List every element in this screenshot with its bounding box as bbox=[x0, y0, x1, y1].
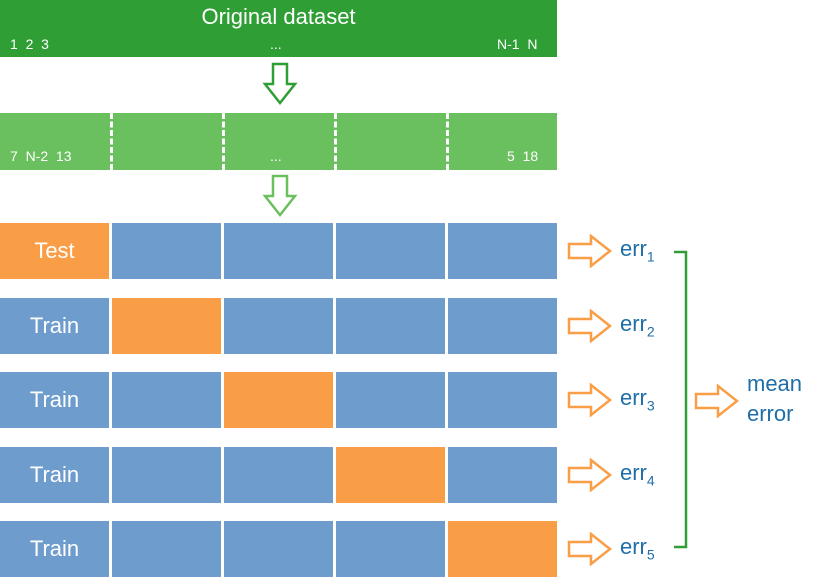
train-fold-cell bbox=[336, 372, 445, 428]
error-label: err1 bbox=[620, 236, 655, 264]
train-fold-cell bbox=[224, 223, 333, 279]
original-left-indices: 1 2 3 bbox=[10, 36, 49, 52]
error-label: err2 bbox=[620, 311, 655, 339]
error-label-subscript: 3 bbox=[646, 397, 655, 414]
right-arrow-icon bbox=[567, 383, 613, 417]
train-fold-cell bbox=[224, 298, 333, 354]
down-arrow-icon bbox=[262, 62, 298, 106]
train-fold-cell bbox=[336, 223, 445, 279]
fold-divider bbox=[334, 113, 337, 170]
error-label: err3 bbox=[620, 385, 655, 413]
error-label-base: err bbox=[620, 534, 647, 559]
error-label-base: err bbox=[620, 385, 647, 410]
row-label: Train bbox=[29, 313, 80, 338]
fold-divider bbox=[222, 113, 225, 170]
original-ellipsis: ... bbox=[270, 36, 282, 52]
train-fold-cell: Train bbox=[0, 521, 109, 577]
train-fold-cell: Train bbox=[0, 447, 109, 503]
train-fold-cell bbox=[224, 447, 333, 503]
train-fold-cell bbox=[112, 223, 221, 279]
test-fold-cell bbox=[224, 372, 333, 428]
row-label: Train bbox=[29, 536, 80, 561]
train-fold-cell: Train bbox=[0, 372, 109, 428]
train-fold-cell bbox=[448, 372, 557, 428]
mean-error-line2: error bbox=[747, 401, 794, 426]
train-fold-cell bbox=[448, 447, 557, 503]
shuffled-right-indices: 5 18 bbox=[507, 148, 539, 164]
test-fold-cell bbox=[112, 298, 221, 354]
fold-divider bbox=[446, 113, 449, 170]
error-label-base: err bbox=[620, 311, 647, 336]
train-fold-cell bbox=[336, 298, 445, 354]
test-fold-cell bbox=[448, 521, 557, 577]
error-label-subscript: 2 bbox=[646, 323, 655, 340]
right-arrow-icon bbox=[567, 532, 613, 566]
right-arrow-icon bbox=[567, 309, 613, 343]
test-fold-cell bbox=[336, 447, 445, 503]
train-fold-cell bbox=[448, 298, 557, 354]
down-arrow-icon bbox=[262, 174, 298, 218]
row-label: Train bbox=[29, 462, 80, 487]
shuffled-ellipsis: ... bbox=[270, 148, 282, 164]
right-arrow-icon bbox=[567, 234, 613, 268]
fold-divider bbox=[110, 113, 113, 170]
right-arrow-icon bbox=[567, 458, 613, 492]
error-label-subscript: 5 bbox=[646, 546, 655, 563]
error-label-subscript: 1 bbox=[646, 248, 655, 265]
shuffled-dataset-bar bbox=[0, 113, 557, 170]
test-fold-cell: Test bbox=[0, 223, 109, 279]
train-fold-cell bbox=[112, 447, 221, 503]
error-label: err5 bbox=[620, 534, 655, 562]
error-label: err4 bbox=[620, 460, 655, 488]
train-fold-cell bbox=[224, 521, 333, 577]
error-label-base: err bbox=[620, 460, 647, 485]
mean-error-label: mean error bbox=[747, 369, 802, 429]
train-fold-cell bbox=[112, 372, 221, 428]
bracket-icon bbox=[674, 250, 688, 549]
row-label: Train bbox=[29, 387, 80, 412]
original-dataset-title: Original dataset bbox=[201, 4, 356, 29]
error-label-base: err bbox=[620, 236, 647, 261]
shuffled-left-indices: 7 N-2 13 bbox=[10, 148, 72, 164]
row-label: Test bbox=[34, 238, 75, 263]
train-fold-cell bbox=[336, 521, 445, 577]
original-right-indices: N-1 N bbox=[497, 36, 538, 52]
error-label-subscript: 4 bbox=[646, 472, 655, 489]
train-fold-cell: Train bbox=[0, 298, 109, 354]
right-arrow-icon bbox=[694, 384, 740, 418]
train-fold-cell bbox=[448, 223, 557, 279]
mean-error-line1: mean bbox=[747, 371, 803, 396]
train-fold-cell bbox=[112, 521, 221, 577]
original-dataset-bar bbox=[0, 0, 557, 57]
